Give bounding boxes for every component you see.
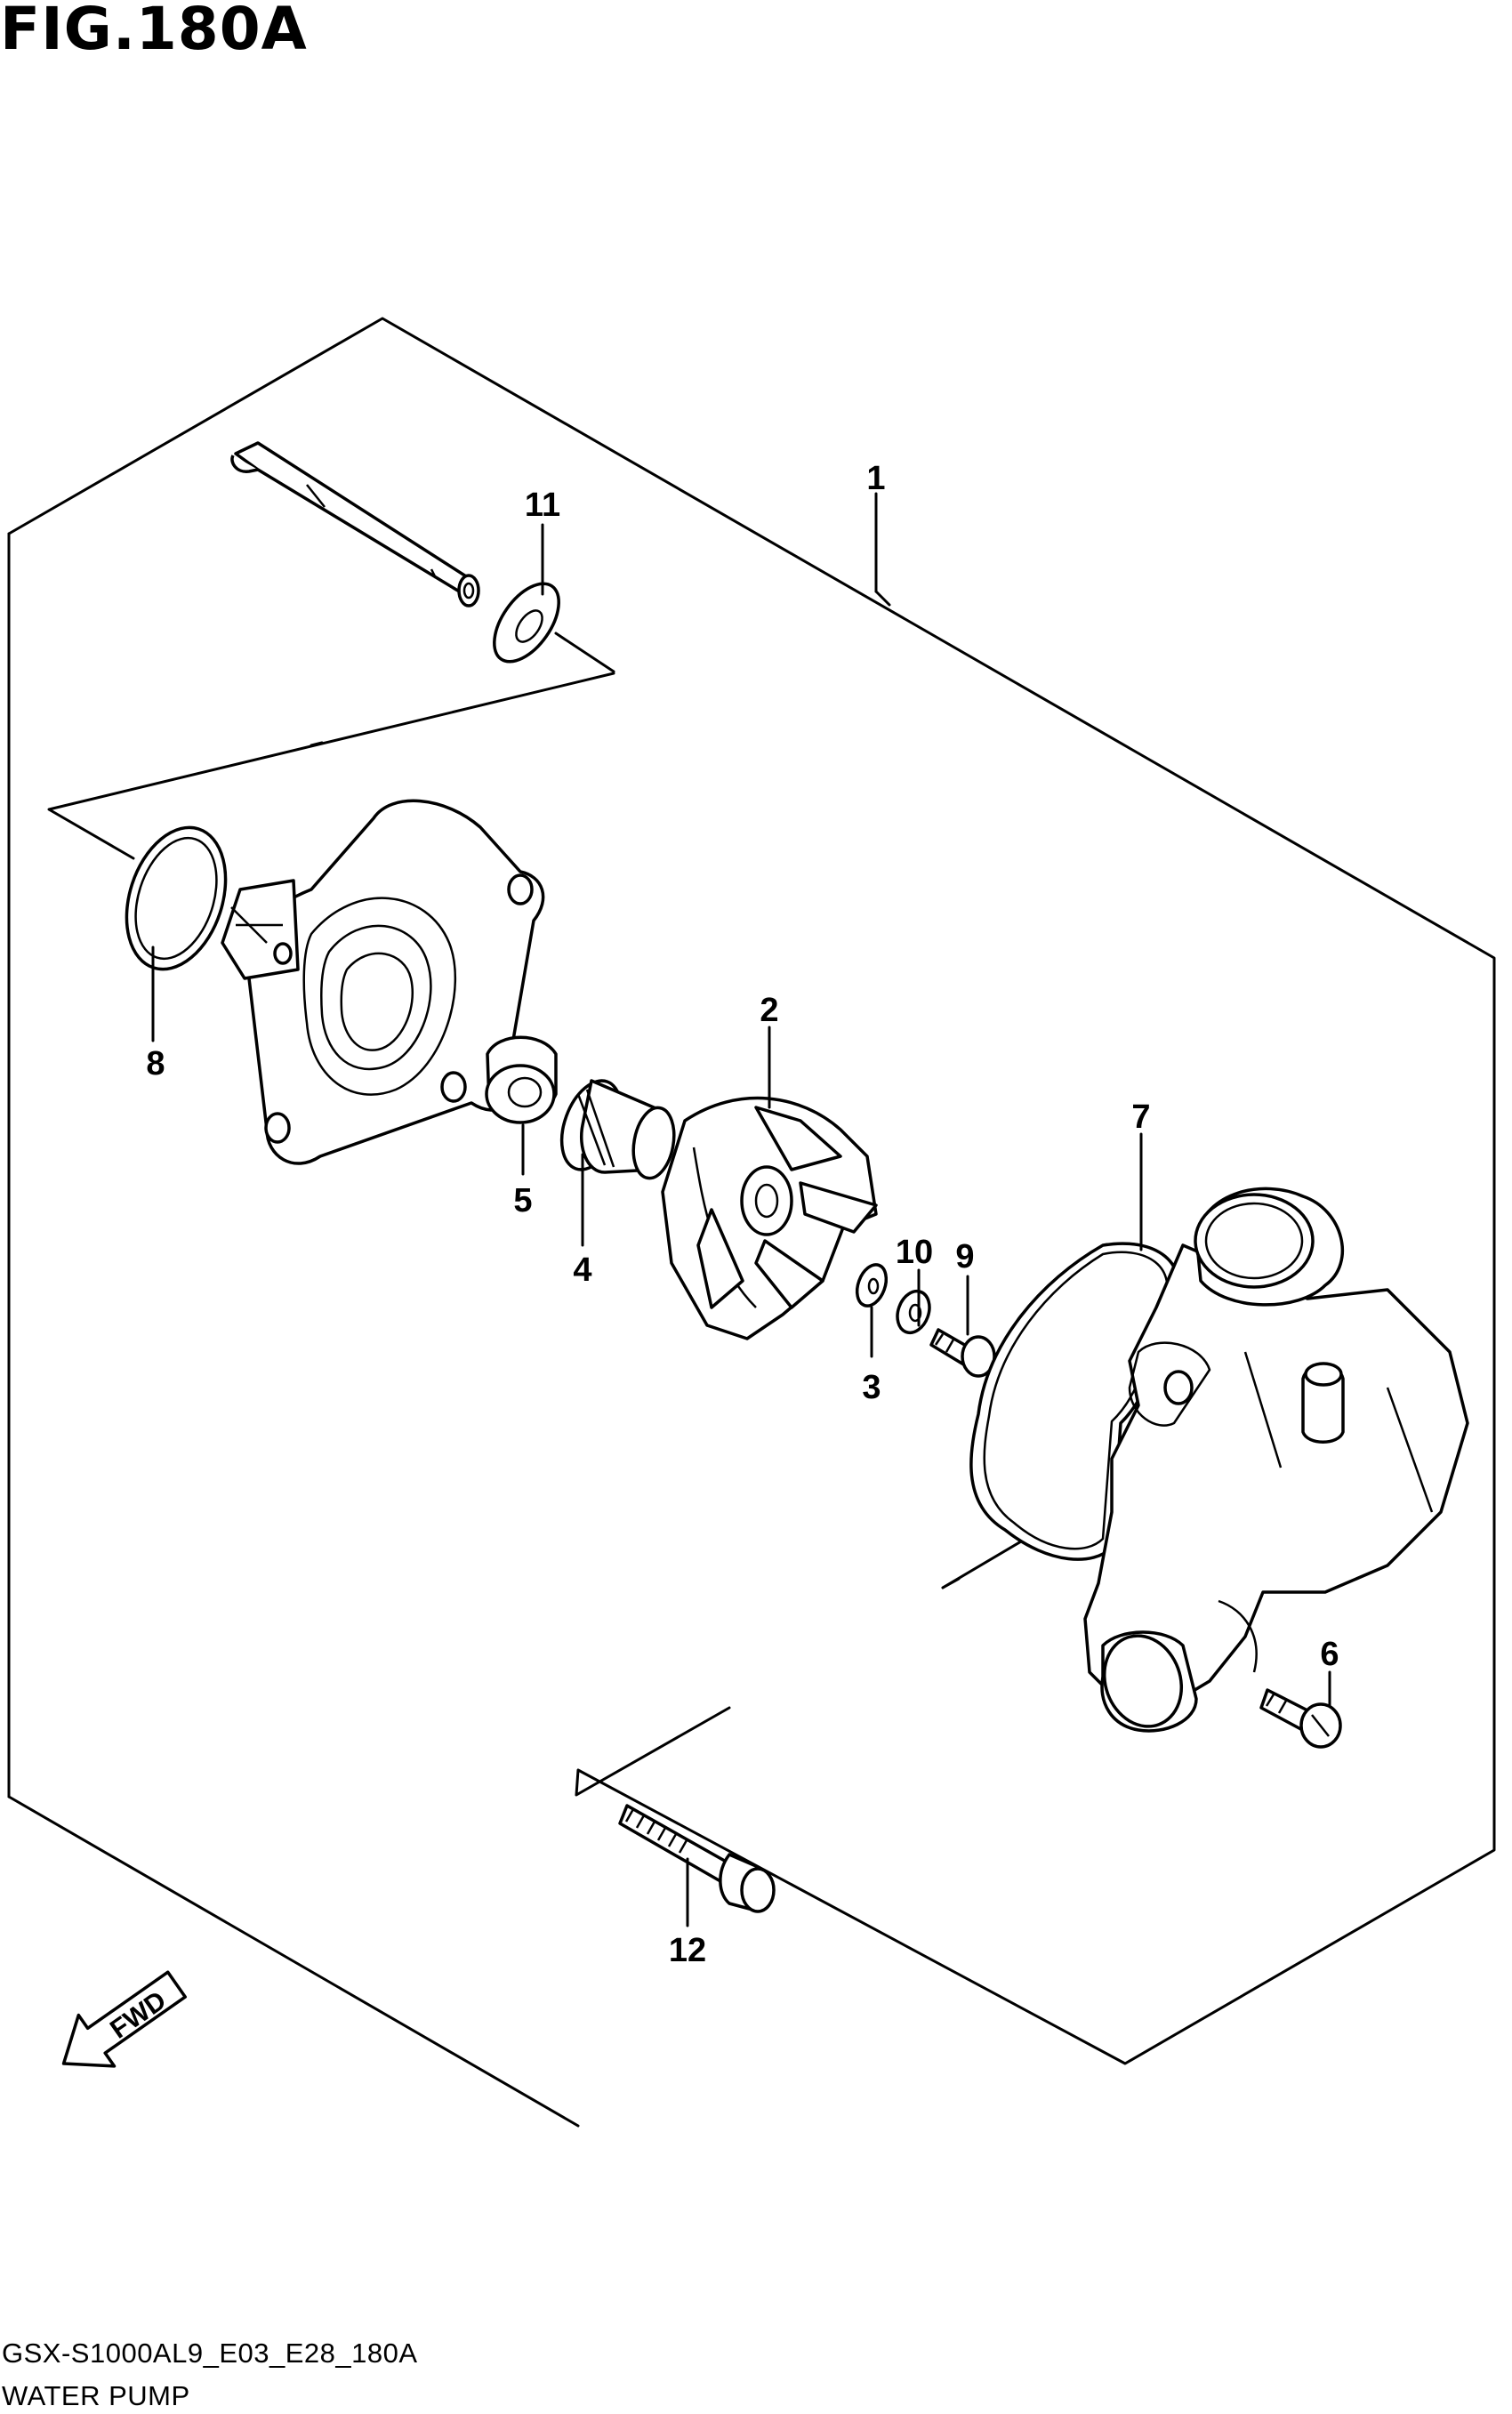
group-leader-11 (554, 632, 615, 673)
pump-housing (221, 799, 545, 1165)
part-4-mechanical-seal (559, 1079, 676, 1180)
part-12-bolt (618, 1804, 776, 1913)
part-5-seal (485, 1035, 558, 1124)
callout-10: 10 (896, 1234, 933, 1271)
part-11-washer (493, 582, 560, 664)
part-6-bolt (1259, 1688, 1342, 1749)
water-pump-cover (1083, 1187, 1469, 1733)
section-name: WATER PUMP (2, 2380, 190, 2411)
callout-2: 2 (760, 992, 778, 1029)
callout-1: 1 (866, 460, 885, 497)
model-code: GSX-S1000AL9_E03_E28_180A (2, 2338, 418, 2369)
part-2-impeller (661, 1096, 878, 1340)
callout-7: 7 (1131, 1098, 1150, 1136)
callout-6: 6 (1320, 1636, 1339, 1673)
pump-shaft (230, 441, 480, 608)
callout-12: 12 (669, 1932, 706, 1969)
figure-title: FIG.180A (0, 0, 308, 63)
callout-3: 3 (862, 1369, 881, 1406)
part-10-washer (896, 1289, 931, 1335)
part-9-bolt (929, 1328, 996, 1378)
group-leader-upper (47, 672, 615, 860)
fwd-arrow-icon: FWD (61, 1970, 188, 2068)
callout-leaders (151, 492, 1331, 1927)
callout-11: 11 (525, 487, 560, 524)
part-3-washer (855, 1263, 889, 1308)
callout-9: 9 (955, 1238, 974, 1275)
callout-4: 4 (573, 1251, 591, 1289)
part-8-o-ring (125, 825, 228, 971)
callout-8: 8 (146, 1045, 165, 1082)
assembly-boundary (7, 317, 1496, 2065)
callout-5: 5 (513, 1182, 532, 1219)
